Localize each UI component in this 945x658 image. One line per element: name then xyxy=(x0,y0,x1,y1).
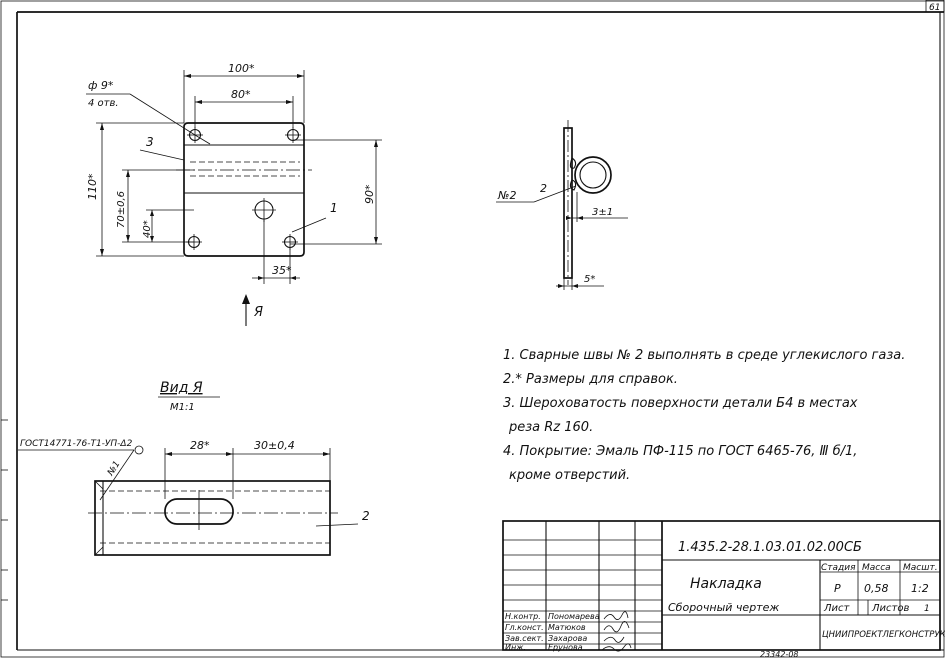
position-3-label: 3 xyxy=(146,135,154,149)
dim-35: 35* xyxy=(272,264,292,277)
view-arrow-label: Я xyxy=(253,305,263,320)
scale-value: 1:2 xyxy=(911,582,929,595)
view-arrow-head xyxy=(242,294,250,304)
col-stage: Стадия xyxy=(821,563,856,573)
title-block: 1.435.2-28.1.03.01.02.00СБ Накладка Сбор… xyxy=(502,520,945,658)
weld-label: №2 xyxy=(497,189,516,202)
role-2: Гл.конст. xyxy=(505,623,544,632)
position-1-label: 1 xyxy=(330,201,338,215)
dim-3: 3±1 xyxy=(592,207,613,218)
dim-90: 90* xyxy=(363,184,376,204)
plate-outline xyxy=(183,122,305,257)
note-3-cont: реза Rz 160. xyxy=(508,420,593,435)
name-1: Пономарева xyxy=(548,612,600,621)
col-scale: Масшт. xyxy=(903,563,938,573)
dim-28: 28* xyxy=(190,439,210,452)
note-2: 2.* Размеры для справок. xyxy=(503,372,678,387)
weld-callout: ГОСТ14771-76-Т1-УП-Δ2 xyxy=(20,439,133,449)
dim-30: 30±0,4 xyxy=(254,439,295,452)
sheet-number-box xyxy=(925,0,945,13)
view-a: Вид Я М1:1 ГОСТ14771-76-Т1-УП-Δ2 №1 28* … xyxy=(18,380,370,556)
name-2: Матюков xyxy=(548,623,586,632)
name-3: Захарова xyxy=(548,634,587,643)
col-mass: Масса xyxy=(862,563,891,573)
role-4: Инж. xyxy=(505,643,526,652)
designation: 1.435.2-28.1.03.01.02.00СБ xyxy=(678,540,862,555)
dim-5: 5* xyxy=(584,274,595,285)
stage-value: Р xyxy=(834,582,841,595)
hole-callout-count: 4 отв. xyxy=(88,98,119,109)
mass-value: 0,58 xyxy=(864,582,889,595)
dim-80: 80* xyxy=(231,88,251,101)
position-2-label: 2 xyxy=(362,509,370,523)
weld-symbol: 2 xyxy=(540,182,547,195)
plan-view: 100* 80* ф 9* 4 отв. 3 110* 70±0,6 40* xyxy=(86,62,382,326)
note-1: 1. Сварные швы № 2 выполнять в среде угл… xyxy=(503,348,905,363)
dim-110: 110* xyxy=(86,173,99,200)
side-view: №2 2 3±1 5* xyxy=(496,120,628,290)
sheet-label: Лист xyxy=(823,603,851,614)
role-1: Н.контр. xyxy=(505,612,541,621)
hole-callout-diameter: ф 9* xyxy=(88,79,114,92)
part-name: Накладка xyxy=(690,576,762,592)
sheets-value: 1 xyxy=(924,604,930,614)
technical-notes: 1. Сварные швы № 2 выполнять в среде угл… xyxy=(503,348,905,483)
role-3: Зав.сект. xyxy=(505,634,544,643)
signature xyxy=(603,621,630,633)
dim-40: 40* xyxy=(142,220,153,238)
view-a-title: Вид Я xyxy=(160,380,203,396)
dim-70: 70±0,6 xyxy=(116,191,127,228)
bottom-strip: 23342-08 xyxy=(760,650,799,658)
signature xyxy=(601,643,632,652)
view-a-scale: М1:1 xyxy=(170,402,195,413)
organization: ЦНИИПРОЕКТЛЕГКОНСТРУКЦИЯ xyxy=(822,630,945,640)
name-4: Ерунова xyxy=(548,643,583,652)
tube-section xyxy=(574,156,612,194)
sheet-number: 61 xyxy=(929,3,940,13)
weld-tag: №1 xyxy=(106,459,123,478)
note-3: 3. Шероховатость поверхности детали Б4 в… xyxy=(503,396,858,411)
note-4: 4. Покрытие: Эмаль ПФ-115 по ГОСТ 6465-7… xyxy=(503,444,857,459)
view-a-part xyxy=(94,480,331,556)
signature xyxy=(603,636,625,643)
signature xyxy=(603,611,629,620)
sheets-label: Листов xyxy=(871,603,909,614)
note-4-cont: кроме отверстий. xyxy=(509,468,630,483)
dim-100: 100* xyxy=(228,62,255,75)
doc-type: Сборочный чертеж xyxy=(668,601,779,614)
